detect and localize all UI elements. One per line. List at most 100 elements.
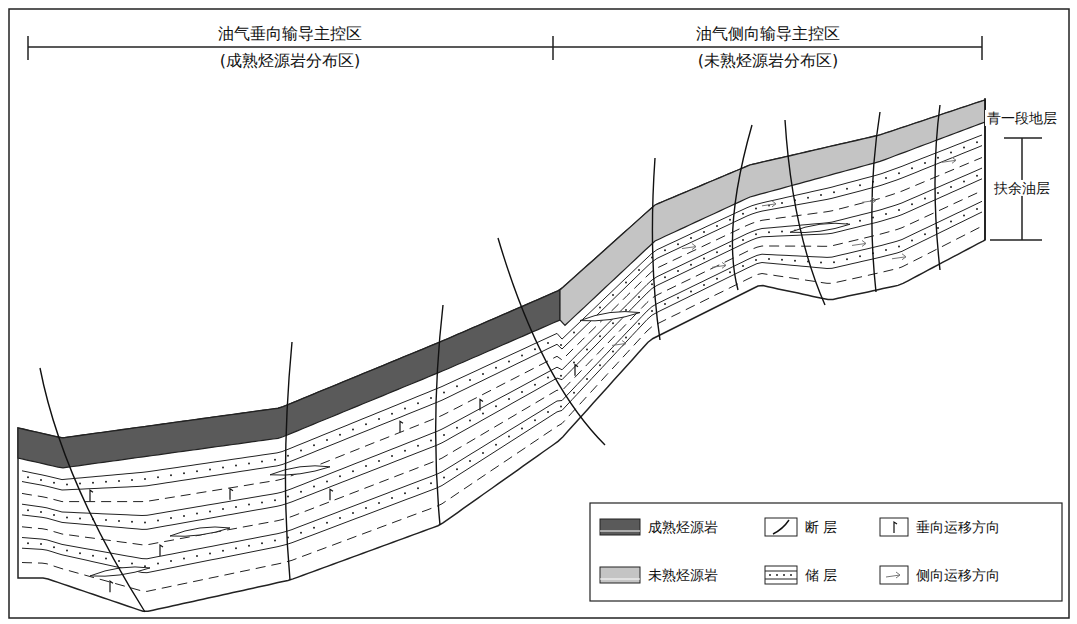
reservoir-dot [898, 246, 900, 248]
reservoir-dot [677, 243, 679, 245]
reservoir-dot [950, 221, 952, 223]
reservoir-dot [209, 468, 211, 470]
reservoir-dot [963, 214, 965, 216]
reservoir-dot [911, 167, 913, 169]
reservoir-dot [729, 245, 731, 247]
sand-lens [170, 527, 230, 536]
fault-line [935, 105, 940, 270]
legend-swatch [600, 567, 640, 583]
sand-lens [270, 466, 330, 475]
reservoir-dot [937, 192, 939, 194]
reservoir-dot [651, 310, 653, 312]
reservoir-dot [456, 427, 458, 429]
reservoir-dot [443, 476, 445, 478]
reservoir-dot [287, 496, 289, 498]
reservoir-dot [924, 162, 926, 164]
lateral-migration-arrow [682, 244, 696, 250]
reservoir-sample-dot [790, 574, 792, 576]
reservoir-dot [794, 260, 796, 262]
reservoir-dot [625, 309, 627, 311]
reservoir-dot [261, 501, 263, 503]
reservoir-dot [417, 487, 419, 489]
zone-heading: (成熟烃源岩分布区) [218, 52, 362, 70]
lateral-migration-arrow [612, 340, 626, 346]
reservoir-dot [170, 517, 172, 519]
reservoir-dot [443, 434, 445, 436]
fault-line [285, 342, 292, 580]
reservoir-dot [456, 468, 458, 470]
strata-label: 扶余油层 [992, 180, 1052, 196]
reservoir-dot [222, 466, 224, 468]
reservoir-dot [53, 546, 55, 548]
sand-lens [580, 312, 640, 321]
reservoir-dot [781, 230, 783, 232]
reservoir-dot [300, 532, 302, 534]
reservoir-dot [859, 184, 861, 186]
reservoir-dot [612, 350, 614, 352]
reservoir-base [22, 146, 982, 490]
fault-line [732, 125, 752, 290]
fault-line [40, 368, 145, 612]
lateral-migration-arrow [712, 262, 726, 268]
reservoir-dot [339, 517, 341, 519]
reservoir-dot [339, 434, 341, 436]
legend-text: 未熟烃源岩 [648, 567, 718, 583]
reservoir-dot [326, 439, 328, 441]
reservoir-dot [92, 482, 94, 484]
reservoir-dot [963, 180, 965, 182]
reservoir-dot [742, 239, 744, 241]
reservoir-dot [625, 337, 627, 339]
legend-sample-box [765, 518, 797, 536]
reservoir-dot [196, 513, 198, 515]
reservoir-dot [703, 284, 705, 286]
reservoir-dot [820, 262, 822, 264]
reservoir-dot [40, 511, 42, 513]
reservoir-dot [716, 278, 718, 280]
reservoir-dot [144, 478, 146, 480]
reservoir-dot [846, 188, 848, 190]
reservoir-dot [547, 342, 549, 344]
reservoir-dot [157, 476, 159, 478]
reservoir-dot [27, 476, 29, 478]
reservoir-dot [664, 249, 666, 251]
reservoir-dot [157, 519, 159, 521]
reservoir-dot [807, 197, 809, 199]
reservoir-dot [950, 152, 952, 154]
reservoir-dot [170, 560, 172, 562]
reservoir-dot [209, 552, 211, 554]
reservoir-dot [144, 522, 146, 524]
reservoir-dot [638, 323, 640, 325]
reservoir-sample-line [765, 579, 797, 580]
legend-swatch [600, 519, 640, 535]
reservoir-dot [313, 444, 315, 446]
reservoir-dot [885, 213, 887, 215]
reservoir-dot [599, 307, 601, 309]
reservoir-dot [729, 219, 731, 221]
reservoir-dot [768, 231, 770, 233]
reservoir-dot [27, 542, 29, 544]
legend-sample-box [880, 566, 908, 584]
reservoir-dot [300, 491, 302, 493]
reservoir-dot [755, 233, 757, 235]
reservoir-dot [521, 428, 523, 430]
reservoir-top [22, 168, 982, 515]
strata-label: 青一段地层 [985, 110, 1059, 126]
lateral-migration-arrow [886, 572, 900, 578]
vertical-migration-arrow [230, 489, 233, 500]
reservoir-dot [573, 392, 575, 394]
reservoir-dot [209, 510, 211, 512]
reservoir-dot [508, 398, 510, 400]
vertical-migration-arrow [90, 490, 93, 501]
fault-line [498, 238, 605, 445]
reservoir-dot [391, 497, 393, 499]
reservoir-dot [859, 220, 861, 222]
reservoir-dot [976, 141, 978, 143]
fault-line [436, 305, 443, 525]
reservoir-dot [716, 251, 718, 253]
zone-heading: (未熟烃源岩分布区) [696, 52, 840, 70]
reservoir-dot [196, 555, 198, 557]
reservoir-dot [716, 225, 718, 227]
reservoir-dot [417, 402, 419, 404]
reservoir-dot [547, 377, 549, 379]
